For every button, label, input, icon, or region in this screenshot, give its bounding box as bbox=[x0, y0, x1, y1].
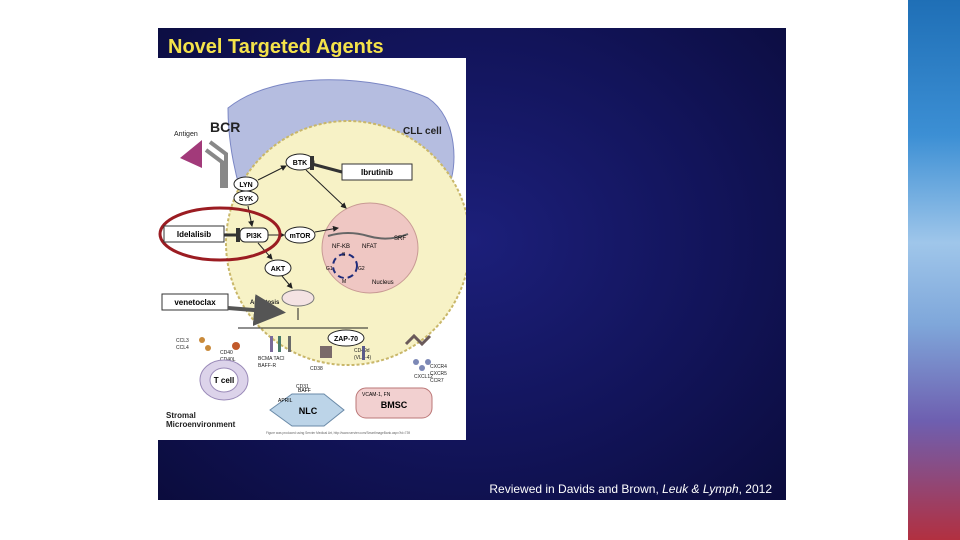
node-mtor: mTOR bbox=[285, 227, 315, 243]
cell-cycle-g1: G1 bbox=[326, 266, 333, 272]
svg-text:Ibrutinib: Ibrutinib bbox=[361, 168, 393, 177]
svg-text:venetoclax: venetoclax bbox=[174, 298, 216, 307]
node-pi3k: PI3K bbox=[240, 228, 268, 242]
cell-bmsc: BMSC VCAM-1, FN bbox=[356, 388, 432, 418]
slide-title: Novel Targeted Agents bbox=[168, 36, 384, 59]
svg-text:Apoptosis: Apoptosis bbox=[250, 300, 280, 306]
antigen-label: Antigen bbox=[174, 131, 198, 138]
nfkb-label: NF-KB bbox=[332, 244, 350, 250]
april-label: APRIL bbox=[278, 398, 293, 404]
svg-text:LYN: LYN bbox=[239, 182, 252, 189]
diagram-footnote: Figure was produced using Servier Medica… bbox=[266, 431, 410, 435]
pathway-diagram: Antigen BCR CLL cell LYN SYK BTK PI3K mT… bbox=[158, 58, 466, 440]
citation-journal: Leuk & Lymph bbox=[662, 482, 739, 496]
citation-suffix: , 2012 bbox=[739, 482, 772, 496]
node-akt: AKT bbox=[265, 260, 291, 276]
cell-cycle-g2: G2 bbox=[358, 266, 365, 272]
node-btk: BTK bbox=[286, 154, 314, 170]
svg-text:mTOR: mTOR bbox=[290, 233, 311, 240]
node-zap70: ZAP-70 bbox=[328, 330, 364, 346]
node-syk: SYK bbox=[234, 191, 258, 205]
bcr-label: BCR bbox=[210, 119, 240, 135]
svg-text:NLC: NLC bbox=[299, 406, 318, 416]
bcr-receptor-icon bbox=[206, 142, 226, 188]
cell-tcell: T cell bbox=[200, 360, 248, 400]
citation-prefix: Reviewed in Davids and Brown, bbox=[489, 482, 662, 496]
citation: Reviewed in Davids and Brown, Leuk & Lym… bbox=[489, 482, 772, 496]
baff-label: BAFF bbox=[298, 388, 311, 394]
svg-text:BTK: BTK bbox=[293, 160, 307, 167]
svg-text:PI3K: PI3K bbox=[246, 233, 262, 240]
vcam-label: VCAM-1, FN bbox=[362, 392, 391, 398]
svg-text:Idelalisib: Idelalisib bbox=[177, 230, 211, 239]
node-lyn: LYN bbox=[234, 177, 258, 191]
svg-text:BMSC: BMSC bbox=[381, 400, 408, 410]
cell-nlc: NLC APRIL BAFF bbox=[270, 388, 344, 426]
cell-cycle-m: M bbox=[342, 279, 346, 285]
nfat-label: NFAT bbox=[362, 244, 377, 250]
pathway-svg: Antigen BCR CLL cell LYN SYK BTK PI3K mT… bbox=[158, 58, 466, 440]
cxcl12-label: CXCL12 bbox=[414, 374, 433, 380]
svg-text:AKT: AKT bbox=[271, 266, 286, 273]
antigen-icon bbox=[180, 140, 202, 168]
side-accent-bar bbox=[908, 0, 960, 540]
cll-cell-label: CLL cell bbox=[403, 126, 442, 137]
svg-text:T cell: T cell bbox=[214, 376, 234, 385]
cd38-label: CD38 bbox=[310, 366, 323, 372]
svg-text:SYK: SYK bbox=[239, 196, 253, 203]
svg-text:ZAP-70: ZAP-70 bbox=[334, 336, 358, 343]
srf-label: SRF bbox=[394, 236, 406, 242]
nucleus-label: Nucleus bbox=[372, 280, 394, 286]
